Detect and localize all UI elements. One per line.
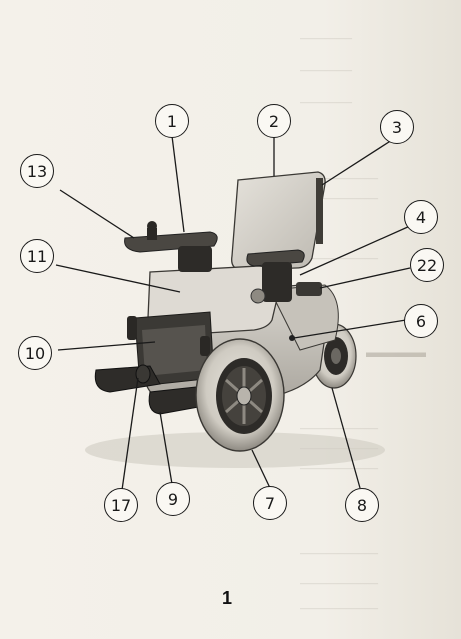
bleed-through-text: —————— [300,420,378,435]
callout-2: 2 [257,104,291,138]
callout-label: 1 [166,111,178,131]
callout-label: 3 [391,117,403,137]
callout-13: 13 [20,154,54,188]
callout-9: 9 [156,482,190,516]
callout-10: 10 [18,336,52,370]
bleed-through-text: ———— [300,94,352,109]
bleed-through-text: ———— [300,30,352,45]
callout-label: 10 [24,343,46,363]
right-armrest [246,249,305,267]
bleed-through-text: ———— [300,62,352,77]
callout-17: 17 [104,488,138,522]
callout-22: 22 [410,248,444,282]
callout-4: 4 [404,200,438,234]
caster [135,364,151,384]
callout-label: 8 [356,495,368,515]
callout-label: 11 [26,246,48,266]
callout-3: 3 [380,110,414,144]
drive-wheel [195,338,285,452]
push-handle-post [316,178,323,244]
bleed-through-heading: ▬▬▬▬ [366,345,426,361]
callout-label: 2 [268,111,280,131]
callout-label: 22 [416,255,438,275]
callout-7: 7 [253,486,287,520]
callout-1: 1 [155,104,189,138]
callout-label: 13 [26,161,48,181]
callout-6: 6 [404,304,438,338]
callout-11: 11 [20,239,54,273]
callout-8: 8 [345,488,379,522]
callout-label: 4 [415,207,427,227]
joystick [147,221,157,231]
bleed-through-text: —————— [300,545,378,560]
callout-label: 17 [110,495,132,515]
leader-lines [55,135,411,491]
callout-label: 9 [167,489,179,509]
bleed-through-text: —————— [300,600,378,615]
callout-label: 7 [264,493,276,513]
page-number: 1 [222,588,233,608]
bleed-through-text: —————— [300,575,378,590]
callout-label: 6 [415,311,427,331]
backrest [231,171,326,271]
